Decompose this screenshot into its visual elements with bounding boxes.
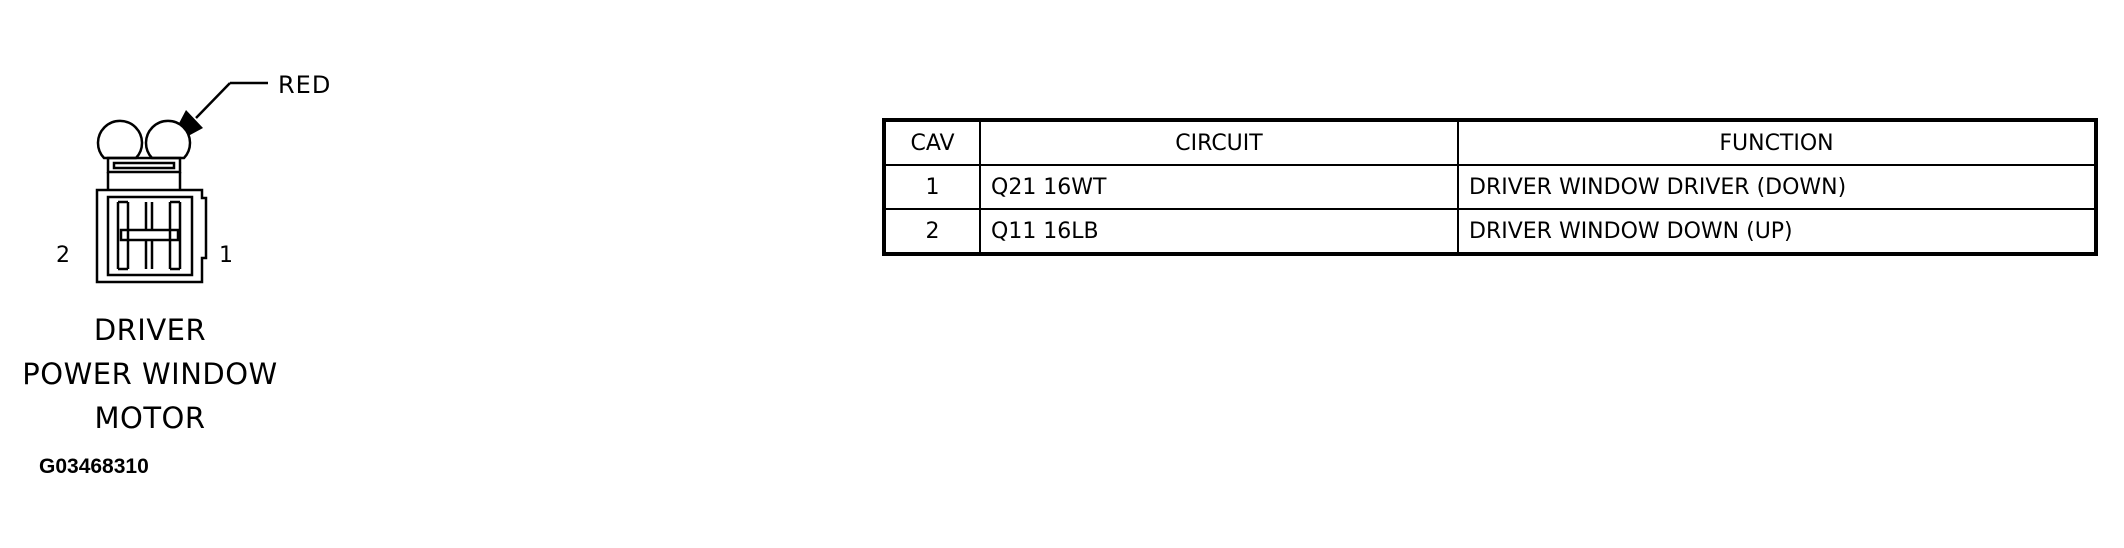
pinout-table: CAV CIRCUIT FUNCTION 1 Q21 16WT DRIVER W…	[882, 118, 2098, 256]
cell-circuit: Q21 16WT	[979, 164, 1459, 210]
cell-function: DRIVER WINDOW DRIVER (DOWN)	[1457, 164, 2097, 210]
table-header-row: CAV CIRCUIT FUNCTION	[883, 119, 2097, 166]
column-header-circuit: CIRCUIT	[979, 119, 1459, 166]
pin-number-label: 2	[56, 243, 70, 268]
cell-function: DRIVER WINDOW DOWN (UP)	[1457, 208, 2097, 255]
cell-cav: 1	[883, 164, 981, 210]
table-row: 1 Q21 16WT DRIVER WINDOW DRIVER (DOWN)	[883, 164, 2097, 210]
table-row: 2 Q11 16LB DRIVER WINDOW DOWN (UP)	[883, 208, 2097, 255]
cell-cav: 2	[883, 208, 981, 255]
connector-body	[95, 119, 208, 284]
cell-circuit: Q11 16LB	[979, 208, 1459, 255]
pin-number-label: 1	[219, 243, 233, 268]
component-name: DRIVER POWER WINDOW MOTOR	[20, 308, 280, 440]
column-header-function: FUNCTION	[1457, 119, 2097, 166]
component-name-line: MOTOR	[94, 401, 206, 435]
component-name-line: POWER WINDOW	[22, 357, 278, 391]
component-name-line: DRIVER	[93, 313, 207, 347]
wire-color-label: RED	[278, 71, 332, 99]
column-header-cav: CAV	[883, 119, 981, 166]
figure-id: G03468310	[39, 455, 149, 478]
connector-drawing	[95, 81, 268, 284]
